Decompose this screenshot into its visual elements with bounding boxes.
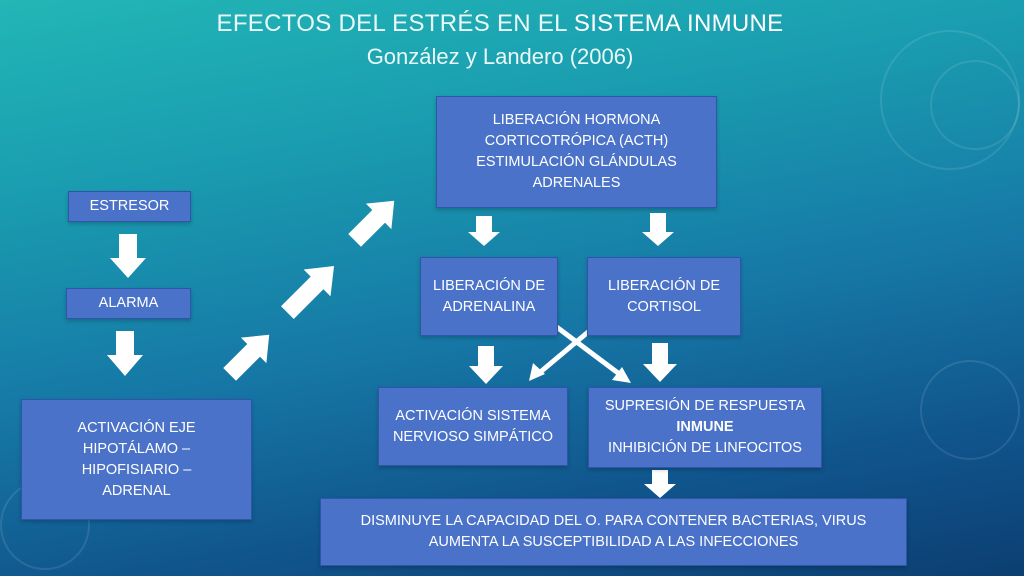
supresion-emphasis: INMUNE xyxy=(676,419,734,435)
cross-arrow-line xyxy=(548,320,624,378)
arrow-down-icon xyxy=(468,216,500,246)
box-adrenalina: LIBERACIÓN DE ADRENALINA xyxy=(420,257,558,336)
box-alarma: ALARMA xyxy=(66,288,191,319)
arrow-down-icon xyxy=(644,470,676,498)
arrow-down-icon xyxy=(110,234,146,278)
box-sistema-simpatico: ACTIVACIÓN SISTEMA NERVIOSO SIMPÁTICO xyxy=(378,387,568,466)
title-text: EFECTOS DEL ESTRÉS EN EL xyxy=(216,10,574,37)
box-disminuye: DISMINUYE LA CAPACIDAD DEL O. PARA CONTE… xyxy=(320,498,907,566)
decorative-ring xyxy=(880,30,1020,170)
arrow-down-icon xyxy=(643,343,677,382)
supresion-line: SUPRESIÓN DE RESPUESTA xyxy=(604,398,806,414)
decorative-ring xyxy=(920,360,1020,460)
title-emphasis: SISTEMA INMUNE xyxy=(573,10,784,37)
arrow-down-icon xyxy=(469,346,503,384)
arrow-up-right-icon xyxy=(281,265,335,319)
arrow-up-right-icon xyxy=(223,334,270,381)
arrow-head-icon xyxy=(612,367,631,383)
box-estresor: ESTRESOR xyxy=(68,191,191,222)
box-supresion: SUPRESIÓN DE RESPUESTA INMUNE INHIBICIÓN… xyxy=(588,387,822,468)
box-acth: LIBERACIÓN HORMONA CORTICOTRÓPICA (ACTH)… xyxy=(436,96,717,208)
box-cortisol: LIBERACIÓN DE CORTISOL xyxy=(587,257,741,336)
supresion-line: INHIBICIÓN DE LINFOCITOS xyxy=(608,440,802,456)
box-activacion-eje: ACTIVACIÓN EJE HIPOTÁLAMO – HIPOFISIARIO… xyxy=(21,399,252,520)
arrow-head-icon xyxy=(529,363,545,381)
arrow-up-right-icon xyxy=(348,200,395,247)
slide-subtitle: González y Landero (2006) xyxy=(366,44,634,69)
slide-title: EFECTOS DEL ESTRÉS EN EL SISTEMA INMUNE xyxy=(0,10,1000,38)
arrow-down-icon xyxy=(642,213,674,246)
arrow-down-icon xyxy=(107,331,143,376)
